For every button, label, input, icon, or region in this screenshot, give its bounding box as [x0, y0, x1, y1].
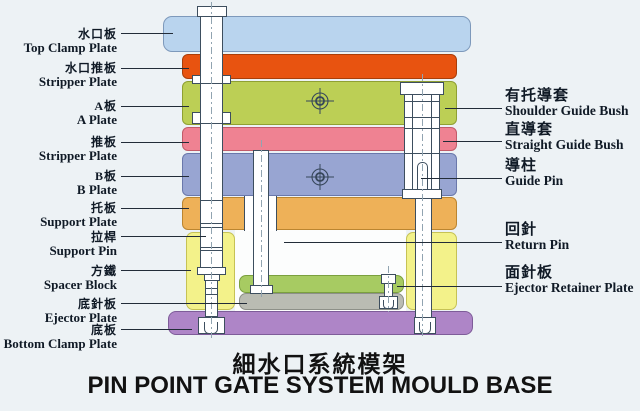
label-b-plate: B板 B Plate: [77, 169, 117, 197]
centerline-support-pin: [211, 2, 212, 338]
label-en: Return Pin: [505, 237, 570, 252]
guide-bush-bore: [431, 95, 432, 189]
plate-ejector: [239, 293, 404, 310]
label-zh: 導柱: [505, 158, 538, 174]
label-support-plate: 托板 Support Plate: [40, 201, 117, 229]
plate-support: [182, 197, 457, 230]
leader-a-plate: [121, 106, 189, 107]
label-zh: 拉桿: [90, 230, 117, 244]
leader-return-pin: [284, 242, 502, 243]
plate-ejector-retainer: [239, 275, 404, 293]
label-top-clamp-plate: 水口板 Top Clamp Plate: [24, 27, 117, 55]
label-en: B Plate: [76, 182, 117, 197]
leader-stripper-plate-top: [121, 68, 189, 69]
label-support-pin: 拉桿 Support Pin: [49, 230, 117, 258]
label-straight-guide-bush: 直導套 Straight Guide Bush: [505, 122, 624, 152]
label-en: Top Clamp Plate: [23, 40, 117, 55]
support-pin-shoulder-right-2: [222, 112, 231, 124]
label-zh: 底板: [90, 323, 117, 337]
label-en: Stripper Plate: [38, 74, 117, 89]
label-en: Spacer Block: [43, 277, 117, 292]
guide-pin-rod: [415, 198, 432, 318]
leader-support-plate: [121, 208, 189, 209]
plate-stripper-top: [182, 54, 457, 79]
leader-support-pin: [121, 236, 206, 237]
leader-top-clamp-plate: [121, 33, 173, 34]
centerline-stop-pin: [388, 266, 389, 312]
centerline-guide-pin: [422, 74, 423, 338]
label-zh: 有托導套: [505, 88, 570, 104]
support-pin-shoulder-left-2: [192, 112, 201, 124]
label-zh: 托板: [90, 201, 117, 215]
label-guide-pin: 導柱 Guide Pin: [505, 158, 563, 188]
leader-ejector-retainer-plate: [397, 286, 502, 287]
label-zh: 推板: [90, 135, 117, 149]
label-zh: 底針板: [77, 297, 117, 311]
leader-straight-guide-bush: [443, 141, 502, 142]
label-zh: 水口板: [77, 27, 117, 41]
label-ejector-retainer-plate: 面針板 Ejector Retainer Plate: [505, 265, 633, 295]
leader-stripper-plate-mid: [121, 142, 189, 143]
label-zh: B板: [94, 169, 117, 183]
label-en: Ejector Retainer Plate: [505, 280, 634, 295]
leader-shoulder-guide-bush: [445, 108, 502, 109]
leader-guide-pin: [421, 178, 502, 179]
label-en: Guide Pin: [505, 173, 564, 188]
label-spacer-block: 方鐵 Spacer Block: [44, 264, 117, 292]
label-stripper-plate-top: 水口推板 Stripper Plate: [39, 61, 117, 89]
centerline-return-pin: [261, 140, 262, 300]
leader-b-plate: [121, 176, 189, 177]
leader-spacer-block: [121, 270, 191, 271]
label-zh: A板: [94, 99, 117, 113]
label-en: A Plate: [76, 112, 117, 127]
guide-pin-bolt-socket: [419, 322, 431, 334]
label-zh: 水口推板: [64, 61, 117, 75]
label-zh: 方鐵: [90, 264, 117, 278]
label-en: Shoulder Guide Bush: [505, 103, 629, 118]
leader-ejector-plate: [121, 303, 247, 304]
support-pin-shoulder-left-1: [192, 75, 201, 84]
datum-mark-b-plate: [306, 164, 334, 190]
guide-bush-bore: [412, 95, 413, 189]
diagram-title-english: PIN POINT GATE SYSTEM MOULD BASE: [87, 372, 553, 399]
label-return-pin: 回針 Return Pin: [505, 222, 569, 252]
leader-bottom-clamp-plate: [121, 329, 192, 330]
label-en: Support Pin: [49, 243, 117, 258]
label-zh: 直導套: [505, 122, 554, 138]
label-stripper-plate-mid: 推板 Stripper Plate: [39, 135, 117, 163]
label-ejector-plate: 底針板 Ejector Plate: [45, 297, 117, 325]
diagram-title-chinese: 細水口系統模架: [232, 352, 408, 377]
label-en: Ejector Plate: [44, 310, 117, 325]
label-a-plate: A板 A Plate: [77, 99, 117, 127]
label-en: Bottom Clamp Plate: [3, 336, 117, 351]
support-pin-shoulder-right-1: [222, 75, 231, 84]
label-en: Straight Guide Bush: [505, 137, 624, 152]
label-en: Support Plate: [40, 214, 117, 229]
label-shoulder-guide-bush: 有托導套 Shoulder Guide Bush: [505, 88, 629, 118]
datum-mark-a-plate: [306, 88, 334, 114]
label-en: Stripper Plate: [38, 148, 117, 163]
label-zh: 面針板: [505, 265, 554, 281]
label-zh: 回針: [505, 222, 538, 238]
label-bottom-clamp-plate: 底板 Bottom Clamp Plate: [4, 323, 117, 351]
